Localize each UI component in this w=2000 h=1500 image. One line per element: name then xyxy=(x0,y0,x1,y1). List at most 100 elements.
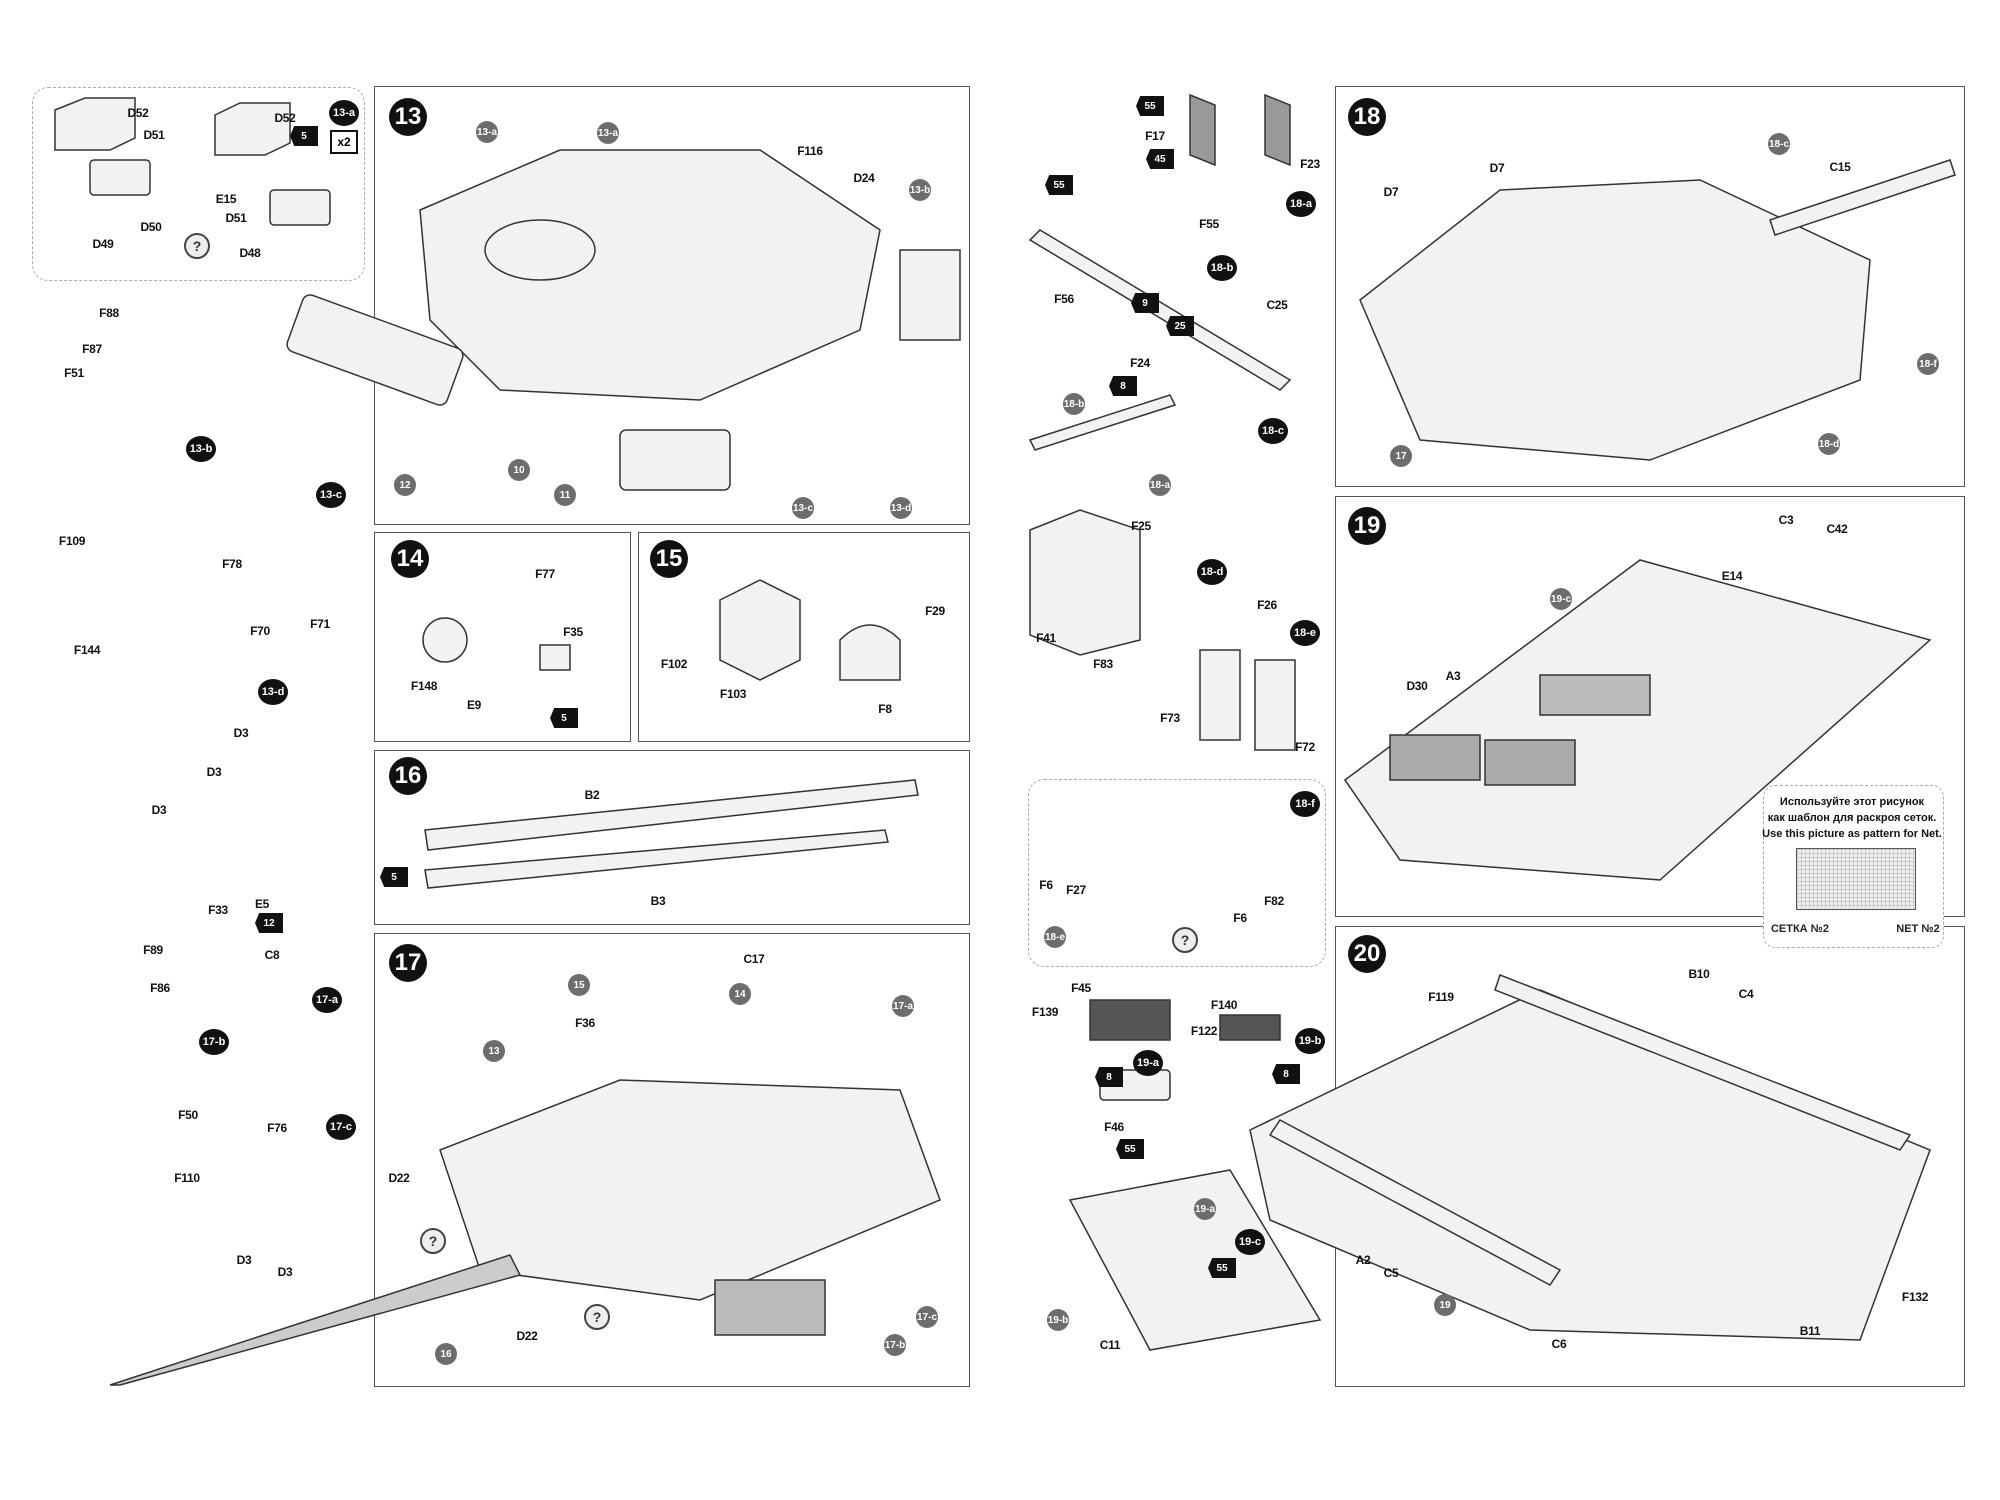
part-label: F140 xyxy=(1210,998,1238,1012)
part-label: F119 xyxy=(1428,990,1454,1004)
step-number: 20 xyxy=(1348,935,1386,973)
part-label: E5 xyxy=(254,897,270,911)
subassembly-badge: 18-f xyxy=(1290,791,1320,817)
part-label: F72 xyxy=(1295,740,1315,754)
part-label: C17 xyxy=(743,952,765,966)
step-number: 19 xyxy=(1348,507,1386,545)
part-label: C8 xyxy=(264,948,280,962)
part-label: F132 xyxy=(1901,1290,1929,1304)
part-label: F55 xyxy=(1199,217,1219,231)
machine-gun-drawing xyxy=(1028,394,1177,451)
reference-badge: 18-b xyxy=(1063,393,1085,415)
subassembly-18f-box xyxy=(1028,779,1326,967)
optional-help-icon: ? xyxy=(584,1304,610,1330)
part-label: F87 xyxy=(82,342,102,356)
subassembly-badge: 19-c xyxy=(1235,1229,1265,1255)
part-label: B11 xyxy=(1799,1324,1821,1338)
paint-color-star: 25 xyxy=(1166,316,1194,336)
part-label: F36 xyxy=(575,1016,595,1030)
part-label: F103 xyxy=(719,687,747,701)
subassembly-badge: 19-a xyxy=(1133,1050,1163,1076)
net-instruction-text: как шаблон для раскроя сеток. xyxy=(1767,812,1937,824)
reference-badge: 18-f xyxy=(1917,353,1939,375)
part-drawing xyxy=(1264,93,1291,167)
part-label: F77 xyxy=(535,567,555,581)
paint-color-star: 12 xyxy=(255,913,283,933)
part-label: B2 xyxy=(584,788,600,802)
part-label: F89 xyxy=(143,943,163,957)
part-label: B3 xyxy=(650,894,666,908)
part-label: F78 xyxy=(222,557,242,571)
part-drawing xyxy=(1254,659,1296,751)
subassembly-badge: 13-b xyxy=(186,436,216,462)
reference-badge: 18-c xyxy=(1768,133,1790,155)
paint-color-star: 55 xyxy=(1208,1258,1236,1278)
subassembly-badge: 18-a xyxy=(1286,191,1316,217)
reference-badge: 11 xyxy=(554,484,576,506)
part-label: A2 xyxy=(1355,1253,1371,1267)
step-13-panel xyxy=(374,86,970,525)
part-label: F83 xyxy=(1093,657,1113,671)
part-label: F35 xyxy=(563,625,583,639)
part-label: F6 xyxy=(1039,878,1053,892)
part-label: D3 xyxy=(236,1253,252,1267)
part-label: F139 xyxy=(1031,1005,1059,1019)
step-number: 17 xyxy=(389,944,427,982)
reference-badge: 17-b xyxy=(884,1334,906,1356)
part-label: D30 xyxy=(1406,679,1428,693)
part-label: F17 xyxy=(1145,129,1165,143)
paint-color-star: 5 xyxy=(290,126,318,146)
reference-badge: 19-b xyxy=(1047,1309,1069,1331)
part-label: F116 xyxy=(797,144,823,158)
optional-help-icon: ? xyxy=(420,1228,446,1254)
reference-badge: 13-a xyxy=(597,122,619,144)
part-label: F109 xyxy=(58,534,86,548)
reference-badge: 14 xyxy=(729,983,751,1005)
net-name-label: NET №2 xyxy=(1896,923,1940,935)
part-label: C25 xyxy=(1266,298,1288,312)
part-drawing xyxy=(1068,1169,1322,1351)
part-label: C15 xyxy=(1829,160,1851,174)
part-label: D22 xyxy=(388,1171,410,1185)
subassembly-badge: 17-c xyxy=(326,1114,356,1140)
part-label: F46 xyxy=(1104,1120,1124,1134)
part-label: F73 xyxy=(1160,711,1180,725)
reference-badge: 13-d xyxy=(890,497,912,519)
part-label: F86 xyxy=(150,981,170,995)
subassembly-badge: 13-c xyxy=(316,482,346,508)
net-instruction-text: Используйте этот рисунок xyxy=(1779,796,1925,808)
reference-badge: 15 xyxy=(568,974,590,996)
subassembly-badge: 13-a xyxy=(329,100,359,126)
part-label: D49 xyxy=(92,237,114,251)
part-label: F23 xyxy=(1300,157,1320,171)
paint-color-star: 55 xyxy=(1116,1139,1144,1159)
step-17-panel xyxy=(374,933,970,1387)
subassembly-badge: 17-a xyxy=(312,987,342,1013)
net-instruction-text: Use this picture as pattern for Net. xyxy=(1762,828,1942,840)
part-label: F144 xyxy=(73,643,101,657)
part-label: F26 xyxy=(1257,598,1277,612)
part-label: D50 xyxy=(140,220,162,234)
step-number: 16 xyxy=(389,757,427,795)
paint-color-star: 8 xyxy=(1109,376,1137,396)
part-label: D24 xyxy=(853,171,875,185)
reference-badge: 16 xyxy=(435,1343,457,1365)
reference-badge: 13-b xyxy=(909,179,931,201)
part-label: D51 xyxy=(143,128,165,142)
reference-badge: 18-d xyxy=(1818,433,1840,455)
part-label: B10 xyxy=(1688,967,1710,981)
step-number: 15 xyxy=(650,540,688,578)
paint-color-star: 55 xyxy=(1045,175,1073,195)
reference-badge: 13-a xyxy=(476,121,498,143)
part-label: F25 xyxy=(1131,519,1151,533)
part-label: F27 xyxy=(1066,883,1086,897)
step-number: 18 xyxy=(1348,98,1386,136)
reference-badge: 13-c xyxy=(792,497,814,519)
part-label: F110 xyxy=(174,1171,200,1185)
part-label: F122 xyxy=(1190,1024,1218,1038)
part-label: F70 xyxy=(250,624,270,638)
part-label: D3 xyxy=(233,726,249,740)
step-number: 13 xyxy=(389,98,427,136)
part-label: F148 xyxy=(410,679,438,693)
reference-badge: 12 xyxy=(394,474,416,496)
